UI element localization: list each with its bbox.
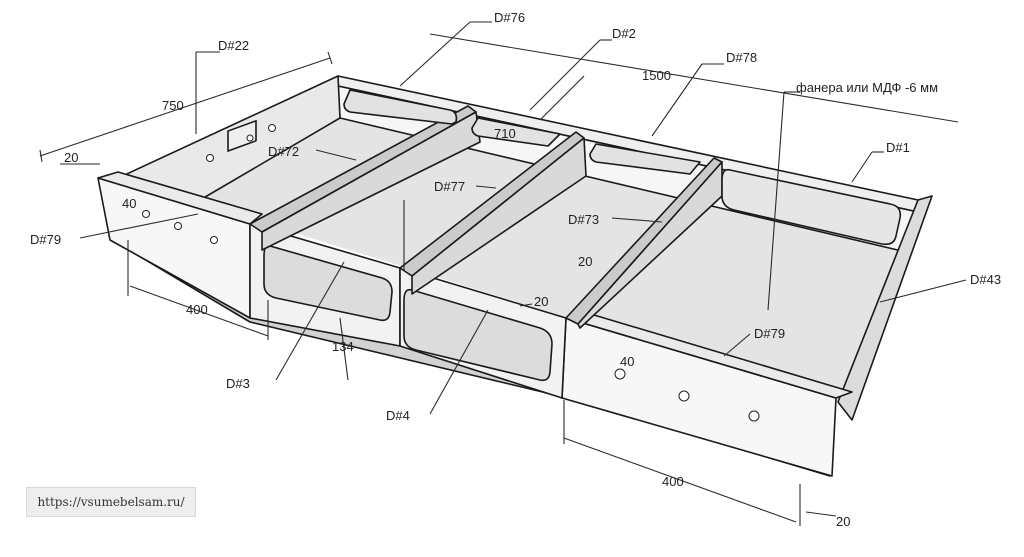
dim-20-divider: 20 [578, 254, 592, 269]
part-labels: D#22 D#76 D#2 D#78 фанера или МДФ -6 мм … [30, 10, 1001, 423]
drawer-body [97, 75, 933, 477]
dim-40-left: 40 [122, 196, 136, 211]
cutout-back-3 [589, 143, 701, 175]
label-d79-right: D#79 [754, 326, 785, 341]
label-note: фанера или МДФ -6 мм [796, 80, 938, 95]
dim-134: 134 [332, 339, 354, 354]
label-d1: D#1 [886, 140, 910, 155]
label-d3: D#3 [226, 376, 250, 391]
label-d77: D#77 [434, 179, 465, 194]
dim-20-mid: 20 [534, 294, 548, 309]
label-d79-left: D#79 [30, 232, 61, 247]
watermark-url[interactable]: https://vsumebelsam.ru/ [26, 487, 196, 517]
dim-40-right: 40 [620, 354, 634, 369]
cutout-back-4 [721, 168, 902, 246]
cutout-front-1 [263, 244, 393, 322]
dim-400-right: 400 [662, 474, 684, 489]
label-d76: D#76 [494, 10, 525, 25]
label-d22: D#22 [218, 38, 249, 53]
divider-d72-face [261, 111, 481, 251]
label-d43: D#43 [970, 272, 1001, 287]
label-d78: D#78 [726, 50, 757, 65]
cutout-back-1 [343, 89, 458, 125]
dim-20-left: 20 [64, 150, 78, 165]
handle-block [227, 119, 257, 152]
label-d73: D#73 [568, 212, 599, 227]
dim-1500: 1500 [642, 68, 671, 83]
label-d4: D#4 [386, 408, 410, 423]
dimension-labels: 750 1500 20 710 40 40 400 400 134 20 20 … [64, 68, 850, 529]
label-d2: D#2 [612, 26, 636, 41]
cutout-front-2 [403, 288, 553, 382]
dim-20-right: 20 [836, 514, 850, 529]
front-left-top [97, 171, 263, 225]
screw-holes [142, 124, 760, 422]
divider-d77-face [411, 137, 587, 295]
dim-710: 710 [494, 126, 516, 141]
dimension-lines [39, 33, 959, 526]
label-d72: D#72 [268, 144, 299, 159]
dim-750: 750 [162, 98, 184, 113]
dim-400-left: 400 [186, 302, 208, 317]
right-side-wall [837, 195, 933, 421]
leader-lines [79, 21, 967, 415]
cutout-back-2 [471, 117, 561, 147]
